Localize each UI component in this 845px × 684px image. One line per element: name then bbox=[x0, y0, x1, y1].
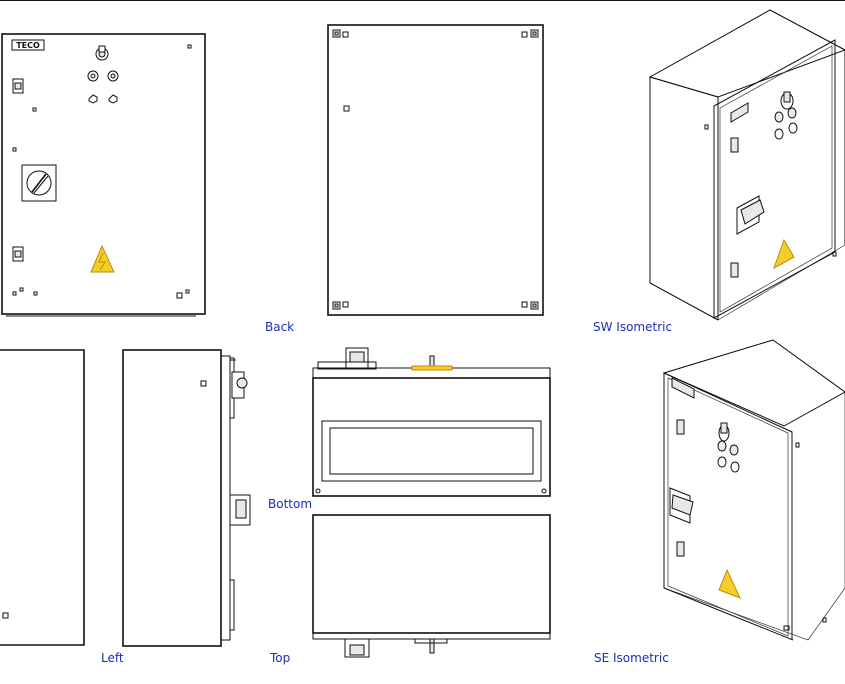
se-warning-triangle-icon bbox=[718, 568, 741, 599]
top-switch-icon bbox=[414, 638, 448, 654]
se-key-switch-icon bbox=[718, 422, 730, 442]
key-switch-icon bbox=[95, 45, 109, 61]
sw-isometric-view bbox=[648, 9, 845, 321]
mounting-hole-icons bbox=[332, 29, 539, 310]
sw-logo-icon bbox=[730, 102, 749, 123]
bottom-view bbox=[312, 347, 551, 497]
bottom-switch-icon bbox=[411, 355, 453, 371]
label-sw-isometric: SW Isometric bbox=[593, 320, 673, 334]
hinge-lower-icon bbox=[12, 246, 24, 262]
sw-rotary-disconnect-icon bbox=[736, 195, 765, 235]
label-left: Left bbox=[101, 651, 124, 665]
svg-text:TECO: TECO bbox=[16, 41, 40, 50]
se-logo-icon bbox=[671, 377, 695, 399]
label-se-isometric: SE Isometric bbox=[594, 651, 669, 665]
se-rotary-disconnect-icon bbox=[669, 487, 694, 524]
se-isometric-view bbox=[662, 339, 845, 641]
top-view bbox=[312, 514, 551, 658]
sw-warning-triangle-icon bbox=[773, 238, 795, 270]
rotary-disconnect-icon bbox=[21, 164, 57, 202]
right-side-view bbox=[0, 349, 85, 646]
teco-logo: TECO bbox=[11, 39, 45, 51]
push-button-icons bbox=[87, 70, 119, 104]
hinge-upper-icon bbox=[12, 78, 24, 94]
back-view bbox=[327, 24, 544, 316]
bottom-handle-icon bbox=[317, 347, 377, 370]
front-view: TECO bbox=[1, 33, 206, 317]
label-top: Top bbox=[270, 651, 291, 665]
top-handle-icon bbox=[344, 638, 370, 658]
left-view bbox=[122, 349, 251, 647]
label-bottom: Bottom bbox=[268, 497, 313, 511]
label-back: Back bbox=[265, 320, 295, 334]
warning-triangle-icon bbox=[90, 244, 115, 273]
sw-key-switch-icon bbox=[780, 91, 794, 110]
